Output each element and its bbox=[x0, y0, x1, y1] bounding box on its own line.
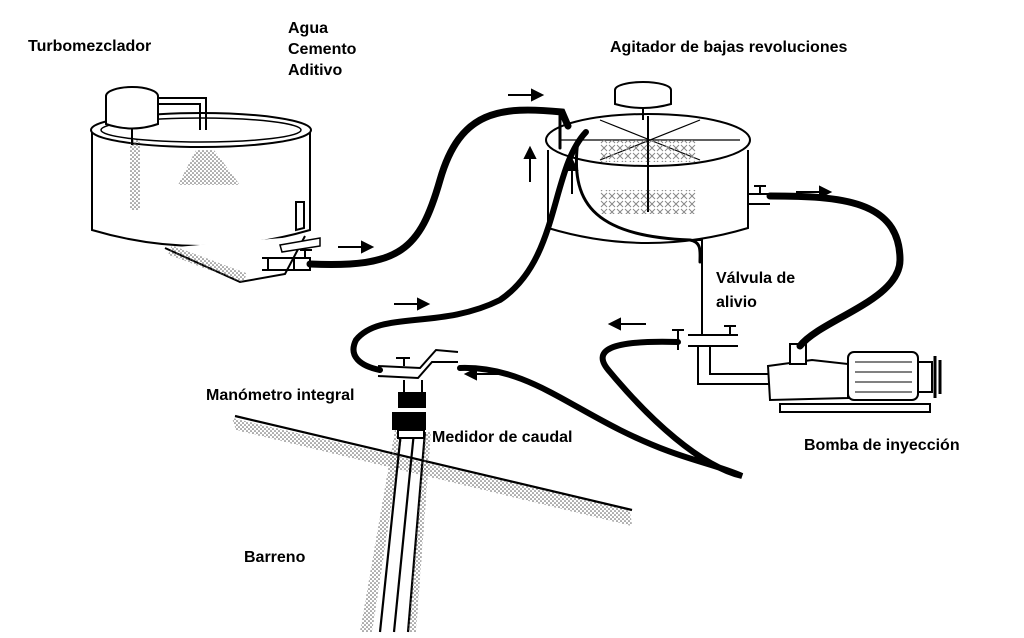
label-agitador: Agitador de bajas revoluciones bbox=[610, 39, 848, 56]
agitator-tank bbox=[545, 81, 770, 244]
arrow-right-icon bbox=[338, 240, 375, 254]
arrow-right-icon bbox=[508, 88, 545, 102]
label-agua: Agua bbox=[288, 20, 328, 37]
label-manometro: Manómetro integral bbox=[206, 387, 355, 404]
label-turbomezclador: Turbomezclador bbox=[28, 38, 152, 55]
label-cemento: Cemento bbox=[288, 41, 357, 58]
turbomixer-tank bbox=[90, 86, 321, 284]
label-medidor: Medidor de caudal bbox=[432, 429, 573, 446]
borehole bbox=[360, 430, 431, 633]
label-barreno: Barreno bbox=[244, 549, 306, 566]
arrow-right-icon bbox=[796, 185, 833, 199]
arrow-left-icon bbox=[607, 317, 646, 331]
label-valvula-line1: Válvula de bbox=[716, 270, 796, 287]
label-valvula-line2: alivio bbox=[716, 294, 757, 311]
flow-arrows bbox=[338, 88, 833, 381]
arrow-up-icon bbox=[565, 157, 579, 194]
label-bomba: Bomba de inyección bbox=[804, 437, 960, 454]
borehole-head-fittings bbox=[377, 348, 459, 439]
arrow-right-icon bbox=[394, 297, 431, 311]
label-aditivo: Aditivo bbox=[288, 62, 343, 79]
arrow-up-icon bbox=[523, 145, 537, 182]
hoses bbox=[306, 106, 904, 479]
arrow-left-icon bbox=[463, 367, 500, 381]
ground-surface bbox=[232, 414, 633, 526]
injection-pump bbox=[766, 343, 942, 413]
relief-valve bbox=[672, 239, 770, 385]
